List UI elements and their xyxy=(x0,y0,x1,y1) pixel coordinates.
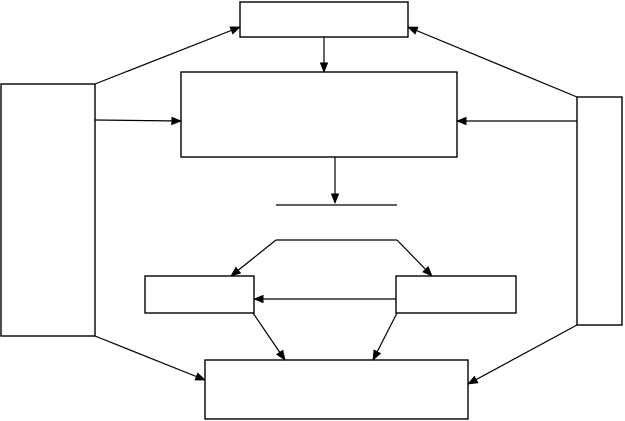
bottom-box xyxy=(204,359,469,420)
middle-right-box xyxy=(395,275,517,314)
arrow-left-side-to-top-box xyxy=(94,26,242,85)
arrow-left-side-to-upper-center xyxy=(94,116,183,126)
arrow-middle-left-to-bottom xyxy=(252,312,286,361)
middle-left-box xyxy=(144,275,255,314)
arrow-right-side-to-top-box xyxy=(407,26,578,98)
arrow-decision-to-middle-right xyxy=(396,239,433,277)
upper-center-box xyxy=(180,71,458,158)
left-side-box xyxy=(0,83,96,337)
top-box xyxy=(239,1,409,38)
arrow-right-side-to-bottom xyxy=(467,324,578,385)
arrow-decision-to-middle-left xyxy=(230,239,277,277)
arrow-left-side-to-bottom xyxy=(94,335,207,381)
arrow-middle-right-to-bottom xyxy=(372,312,398,361)
right-side-box xyxy=(576,96,623,326)
